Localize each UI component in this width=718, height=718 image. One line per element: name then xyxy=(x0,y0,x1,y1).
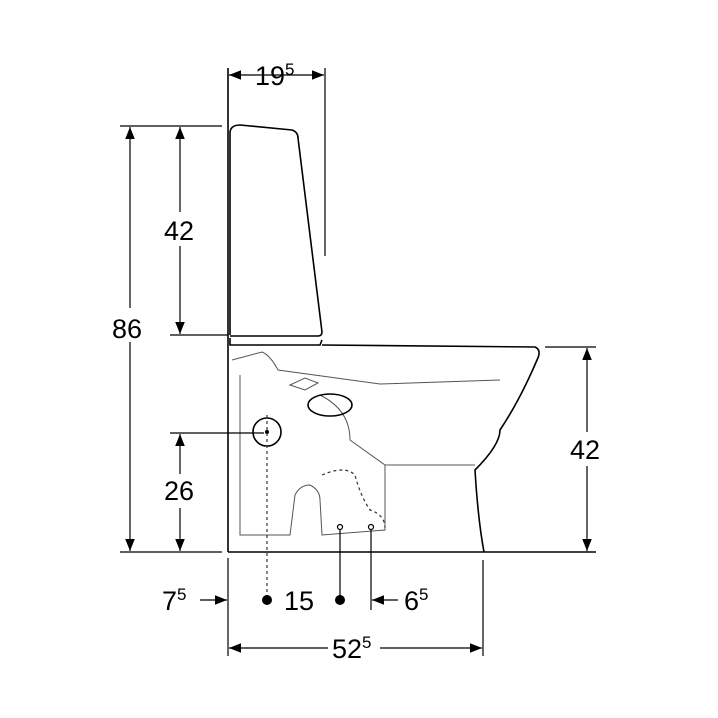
dim-wall-to-inlet-label: 75 xyxy=(162,585,187,616)
dim-inlet-spacing-label: 15 xyxy=(284,586,314,616)
dim-total-height-label: 86 xyxy=(112,314,142,344)
inlet-dot xyxy=(262,595,272,605)
outlet-dashed xyxy=(321,469,386,529)
bowl-inner-line-2 xyxy=(288,377,386,466)
outlet-dot xyxy=(335,595,345,605)
cistern-outline xyxy=(229,124,323,337)
dim-total-depth-label: 525 xyxy=(332,633,372,664)
bowl-inner-line xyxy=(231,351,501,536)
flush-opening xyxy=(307,393,353,417)
connection-point xyxy=(336,523,344,531)
dim-tank-height-label: 42 xyxy=(164,216,194,246)
dim-inlet-height-label: 26 xyxy=(164,476,194,506)
connection-point-2 xyxy=(367,523,375,531)
dim-seat-height-label: 42 xyxy=(570,435,600,465)
dim-tank-depth-label: 195 xyxy=(255,60,295,91)
outlet-center xyxy=(265,430,269,434)
dim-outlet-offset-label: 65 xyxy=(404,585,429,616)
bowl-outline xyxy=(229,338,540,553)
